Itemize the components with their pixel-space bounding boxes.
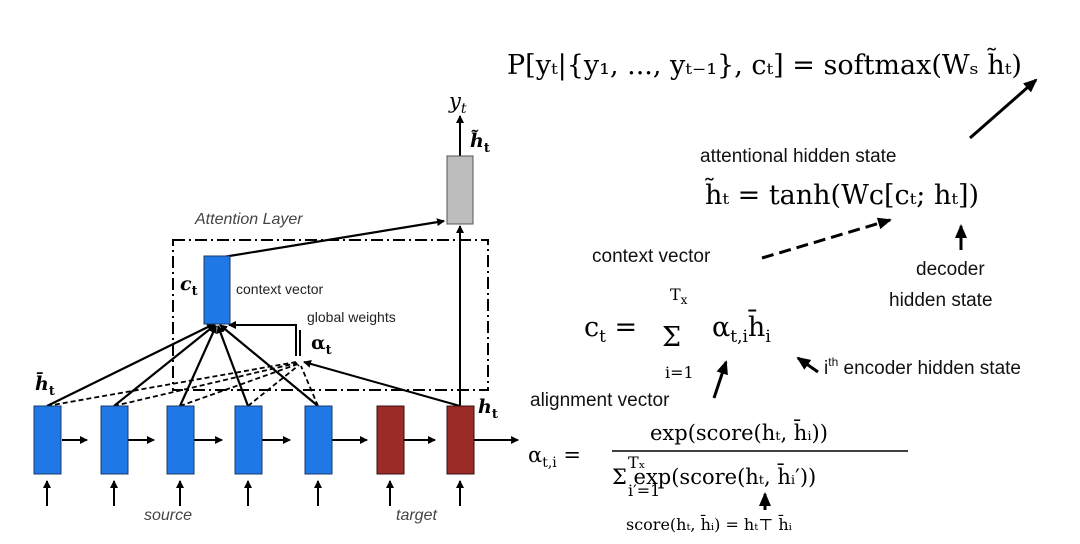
- context-eq-lhs: ct =: [584, 312, 637, 347]
- target-label: target: [396, 507, 437, 524]
- alpha-to-context: [228, 321, 301, 356]
- encoder-annotation-arrow: [796, 356, 819, 374]
- score-equation: score(hₜ, h̄ᵢ) = hₜ⊤ h̄ᵢ: [626, 513, 792, 534]
- context-eq-sigma: Σ: [662, 322, 681, 353]
- target-state: [376, 405, 405, 475]
- target-hidden-label: ht: [478, 396, 498, 422]
- source-state: [234, 405, 263, 475]
- source-state: [33, 405, 62, 475]
- attentional-hidden-block: [446, 155, 474, 225]
- encoder-annotation: ith encoder hidden state: [824, 355, 1021, 379]
- decoder-annotation-line1: decoder: [916, 259, 985, 280]
- alpha-eq-den-lower: i′=1: [628, 481, 660, 500]
- context-to-attn: [216, 218, 445, 260]
- target-states: [376, 405, 475, 475]
- alignment-weight-lines: [46, 361, 319, 407]
- context-annotation-arrow: [761, 217, 892, 260]
- global-weights-label: global weights: [307, 309, 396, 325]
- alpha-eq-denominator: Σ exp(score(hₜ, h̄ᵢ′)): [612, 463, 816, 489]
- context-eq-rhs: αt,ih̄i: [712, 308, 771, 347]
- context-eq-sum-upper: Tx: [670, 285, 688, 307]
- context-vector-label: context vector: [236, 281, 323, 297]
- target-state: [446, 405, 475, 475]
- attention-layer-label: Attention Layer: [194, 211, 303, 228]
- alpha-eq-numerator: exp(score(hₜ, h̄ᵢ)): [650, 419, 828, 445]
- decoder-annotation-line2: hidden state: [889, 290, 993, 311]
- context-symbol: ct: [180, 273, 198, 299]
- source-label: source: [144, 507, 192, 524]
- context-vector-annotation: context vector: [592, 246, 711, 267]
- source-state: [304, 405, 333, 475]
- context-vector-block: [203, 255, 231, 325]
- target-to-alpha: [303, 360, 461, 407]
- context-eq-sum-lower: i=1: [665, 363, 694, 382]
- source-state: [166, 405, 195, 475]
- alpha-eq-den-upper: Tₓ: [628, 453, 645, 472]
- source-state: [100, 405, 129, 475]
- output-label: yt: [448, 89, 467, 117]
- alignment-annotation-arrow: [712, 360, 728, 399]
- alignment-vector-annotation: alignment vector: [530, 390, 670, 411]
- attn-annotation-arrow: [969, 78, 1038, 140]
- context-lines: [46, 323, 319, 407]
- source-hidden-label: h̄t: [35, 373, 55, 399]
- attentional-hidden-state-annotation: attentional hidden state: [700, 146, 897, 167]
- attn-hidden-label: h̃t: [470, 130, 490, 156]
- prob-equation: P[yₜ|{y₁, ..., yₜ₋₁}, cₜ] = softmax(Wₛ h…: [507, 47, 1022, 81]
- alpha-label: αt: [311, 332, 332, 358]
- source-states: [33, 405, 333, 475]
- alpha-eq-lhs: αt,i =: [528, 443, 581, 471]
- attn-hidden-equation: h̃ₜ = tanh(Wᴄ[cₜ; hₜ]): [704, 177, 979, 211]
- input-arrows: [43, 480, 464, 506]
